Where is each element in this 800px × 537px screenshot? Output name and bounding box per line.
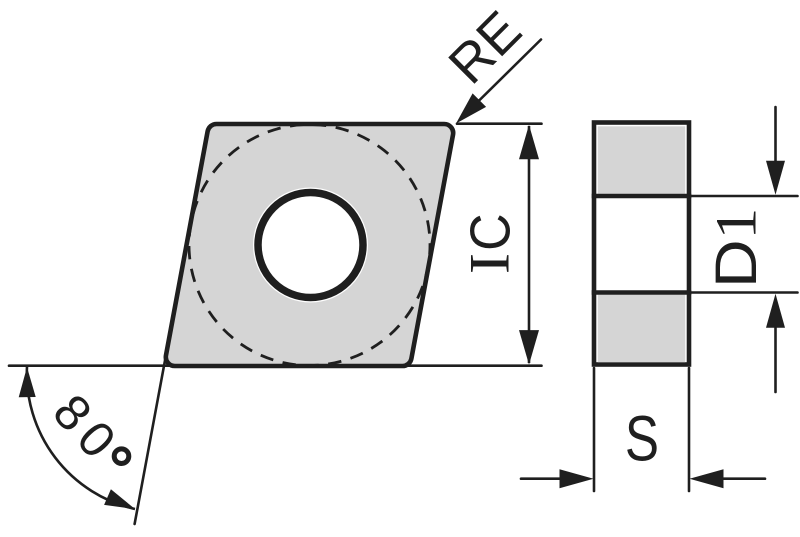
svg-text:C: C bbox=[458, 213, 522, 250]
svg-text:D: D bbox=[704, 239, 768, 288]
svg-text:S: S bbox=[625, 404, 659, 475]
svg-text:1: 1 bbox=[705, 208, 769, 240]
svg-text:I: I bbox=[459, 253, 522, 274]
